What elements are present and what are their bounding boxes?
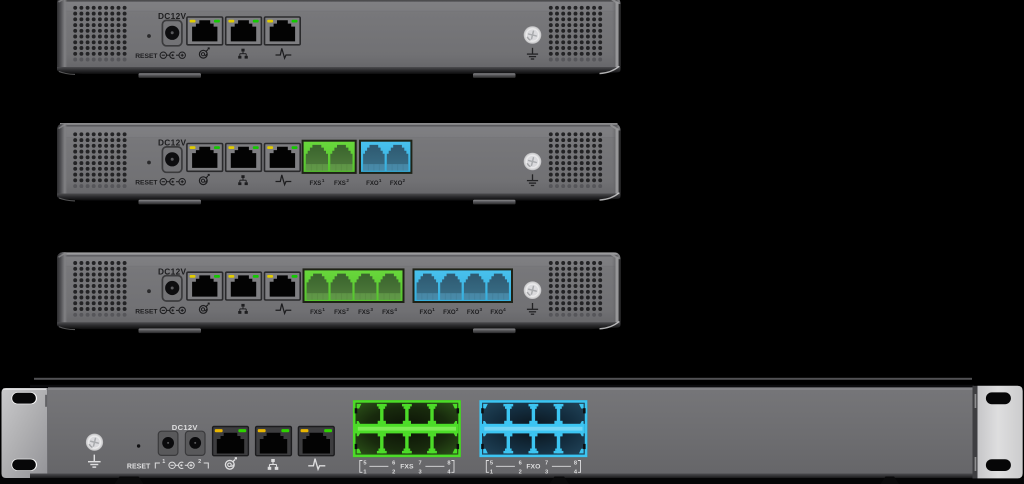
svg-text:FXO: FXO: [366, 180, 379, 187]
svg-text:FXO: FXO: [526, 464, 540, 471]
svg-text:FXS: FXS: [400, 464, 414, 471]
svg-text:3: 3: [480, 307, 483, 312]
svg-text:6: 6: [519, 460, 522, 466]
svg-text:2: 2: [403, 178, 406, 183]
svg-text:3: 3: [370, 307, 373, 312]
svg-text:FXS: FXS: [358, 309, 370, 316]
svg-text:4: 4: [394, 307, 397, 312]
svg-text:FXS: FXS: [310, 309, 322, 316]
svg-text:1: 1: [322, 178, 325, 183]
svg-text:2: 2: [346, 307, 349, 312]
svg-text:FXS: FXS: [382, 309, 394, 316]
svg-text:8: 8: [447, 460, 450, 466]
svg-text:RESET: RESET: [127, 464, 151, 471]
svg-text:5: 5: [490, 460, 493, 466]
svg-text:FXO: FXO: [490, 309, 503, 316]
svg-text:3: 3: [419, 470, 422, 476]
svg-text:FXO: FXO: [467, 309, 480, 316]
svg-text:DC12V: DC12V: [158, 11, 187, 21]
svg-text:FXS: FXS: [309, 180, 321, 187]
svg-text:1: 1: [162, 459, 165, 465]
svg-text:FXS: FXS: [334, 309, 346, 316]
svg-text:DC12V: DC12V: [158, 266, 187, 276]
svg-text:1: 1: [432, 307, 435, 312]
svg-text:FXS: FXS: [334, 180, 346, 187]
svg-text:4: 4: [503, 307, 506, 312]
svg-text:DC12V: DC12V: [172, 423, 199, 432]
svg-text:6: 6: [392, 460, 395, 466]
svg-text:2: 2: [456, 307, 459, 312]
svg-text:RESET: RESET: [135, 180, 158, 187]
svg-text:4: 4: [574, 470, 578, 476]
svg-text:DC12V: DC12V: [158, 138, 187, 148]
svg-text:2: 2: [392, 470, 395, 476]
svg-text:7: 7: [545, 460, 548, 466]
svg-text:1: 1: [322, 307, 325, 312]
svg-text:4: 4: [447, 470, 451, 476]
svg-text:1: 1: [490, 470, 493, 476]
svg-text:RESET: RESET: [135, 308, 158, 315]
svg-text:2: 2: [198, 459, 201, 465]
svg-text:FXO: FXO: [390, 180, 403, 187]
svg-text:1: 1: [363, 470, 366, 476]
svg-text:5: 5: [363, 460, 366, 466]
svg-text:2: 2: [519, 470, 522, 476]
svg-text:7: 7: [419, 460, 422, 466]
svg-text:FXO: FXO: [443, 309, 456, 316]
svg-text:RESET: RESET: [135, 53, 158, 60]
svg-text:FXO: FXO: [420, 309, 433, 316]
svg-text:2: 2: [346, 178, 349, 183]
svg-text:8: 8: [574, 460, 577, 466]
svg-text:1: 1: [379, 178, 382, 183]
svg-text:3: 3: [545, 470, 548, 476]
